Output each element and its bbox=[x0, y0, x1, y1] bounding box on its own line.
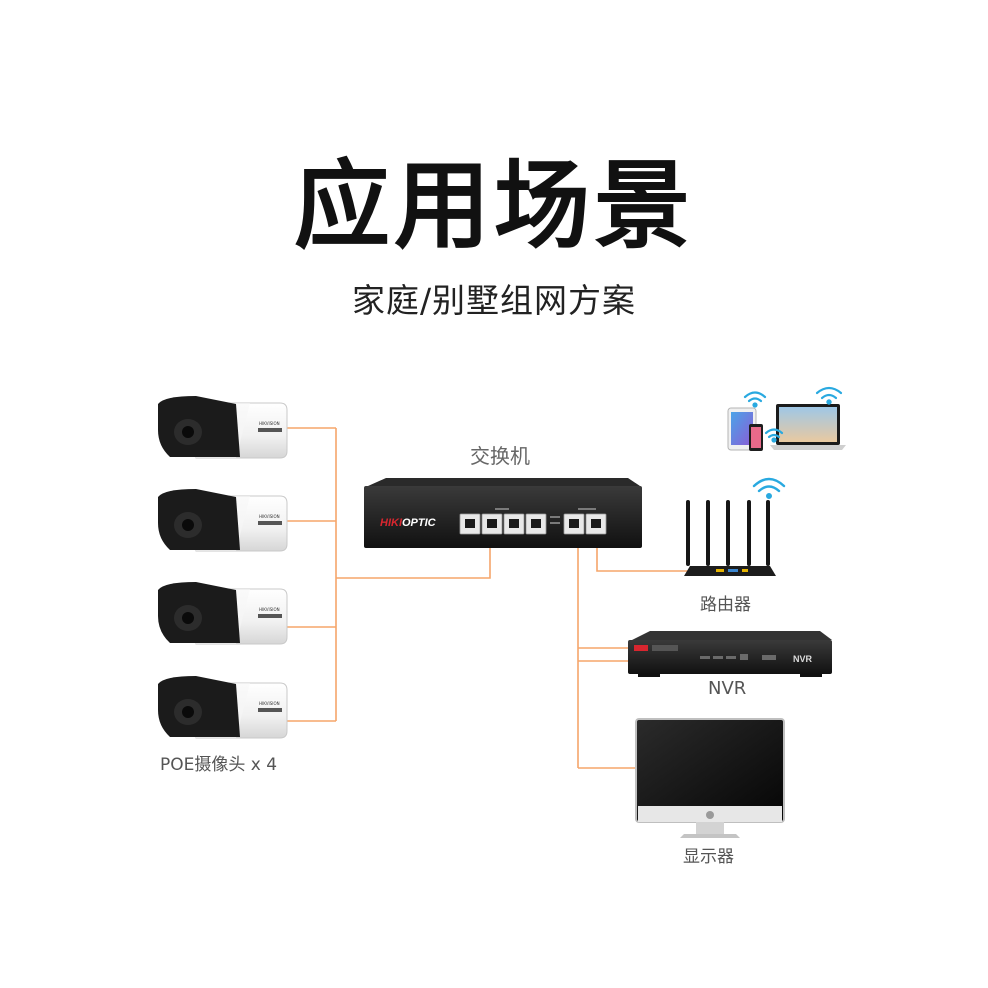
wifi-icon bbox=[754, 479, 784, 498]
wifi-icon bbox=[817, 388, 841, 404]
phone-icon bbox=[749, 424, 763, 451]
camera-brand-logo: HIKVISION bbox=[259, 422, 280, 426]
camera-body bbox=[158, 396, 287, 458]
camera-body bbox=[158, 489, 287, 551]
nvr-recorder: NVR bbox=[628, 631, 832, 677]
apple-logo-icon bbox=[706, 811, 714, 819]
router-antennas bbox=[686, 500, 770, 566]
poe-camera-3 bbox=[158, 582, 287, 644]
monitor bbox=[636, 719, 784, 838]
monitor-label: 显示器 bbox=[683, 849, 734, 866]
camera-brand-logo: HIKVISION bbox=[259, 702, 280, 706]
switch-brand-logo: HIKIOPTIC bbox=[380, 517, 437, 529]
poe-camera-1 bbox=[158, 396, 287, 458]
camera-label: POE摄像头 x 4 bbox=[160, 757, 277, 774]
camera-brand-logo: HIKVISION bbox=[259, 608, 280, 612]
router-label: 路由器 bbox=[700, 597, 751, 614]
laptop-icon bbox=[770, 404, 846, 450]
camera-body bbox=[158, 676, 287, 738]
wifi-icon bbox=[745, 393, 765, 407]
poe-camera-4 bbox=[158, 676, 287, 738]
mobile-devices bbox=[728, 388, 846, 451]
nvr-label: NVR bbox=[708, 680, 746, 698]
camera-brand-logo: HIKVISION bbox=[259, 515, 280, 519]
switch-label: 交换机 bbox=[470, 446, 530, 466]
poe-camera-2 bbox=[158, 489, 287, 551]
camera-body bbox=[158, 582, 287, 644]
router bbox=[684, 479, 784, 576]
poe-switch: HIKIOPTIC bbox=[364, 478, 642, 548]
nvr-badge: NVR bbox=[793, 654, 813, 664]
